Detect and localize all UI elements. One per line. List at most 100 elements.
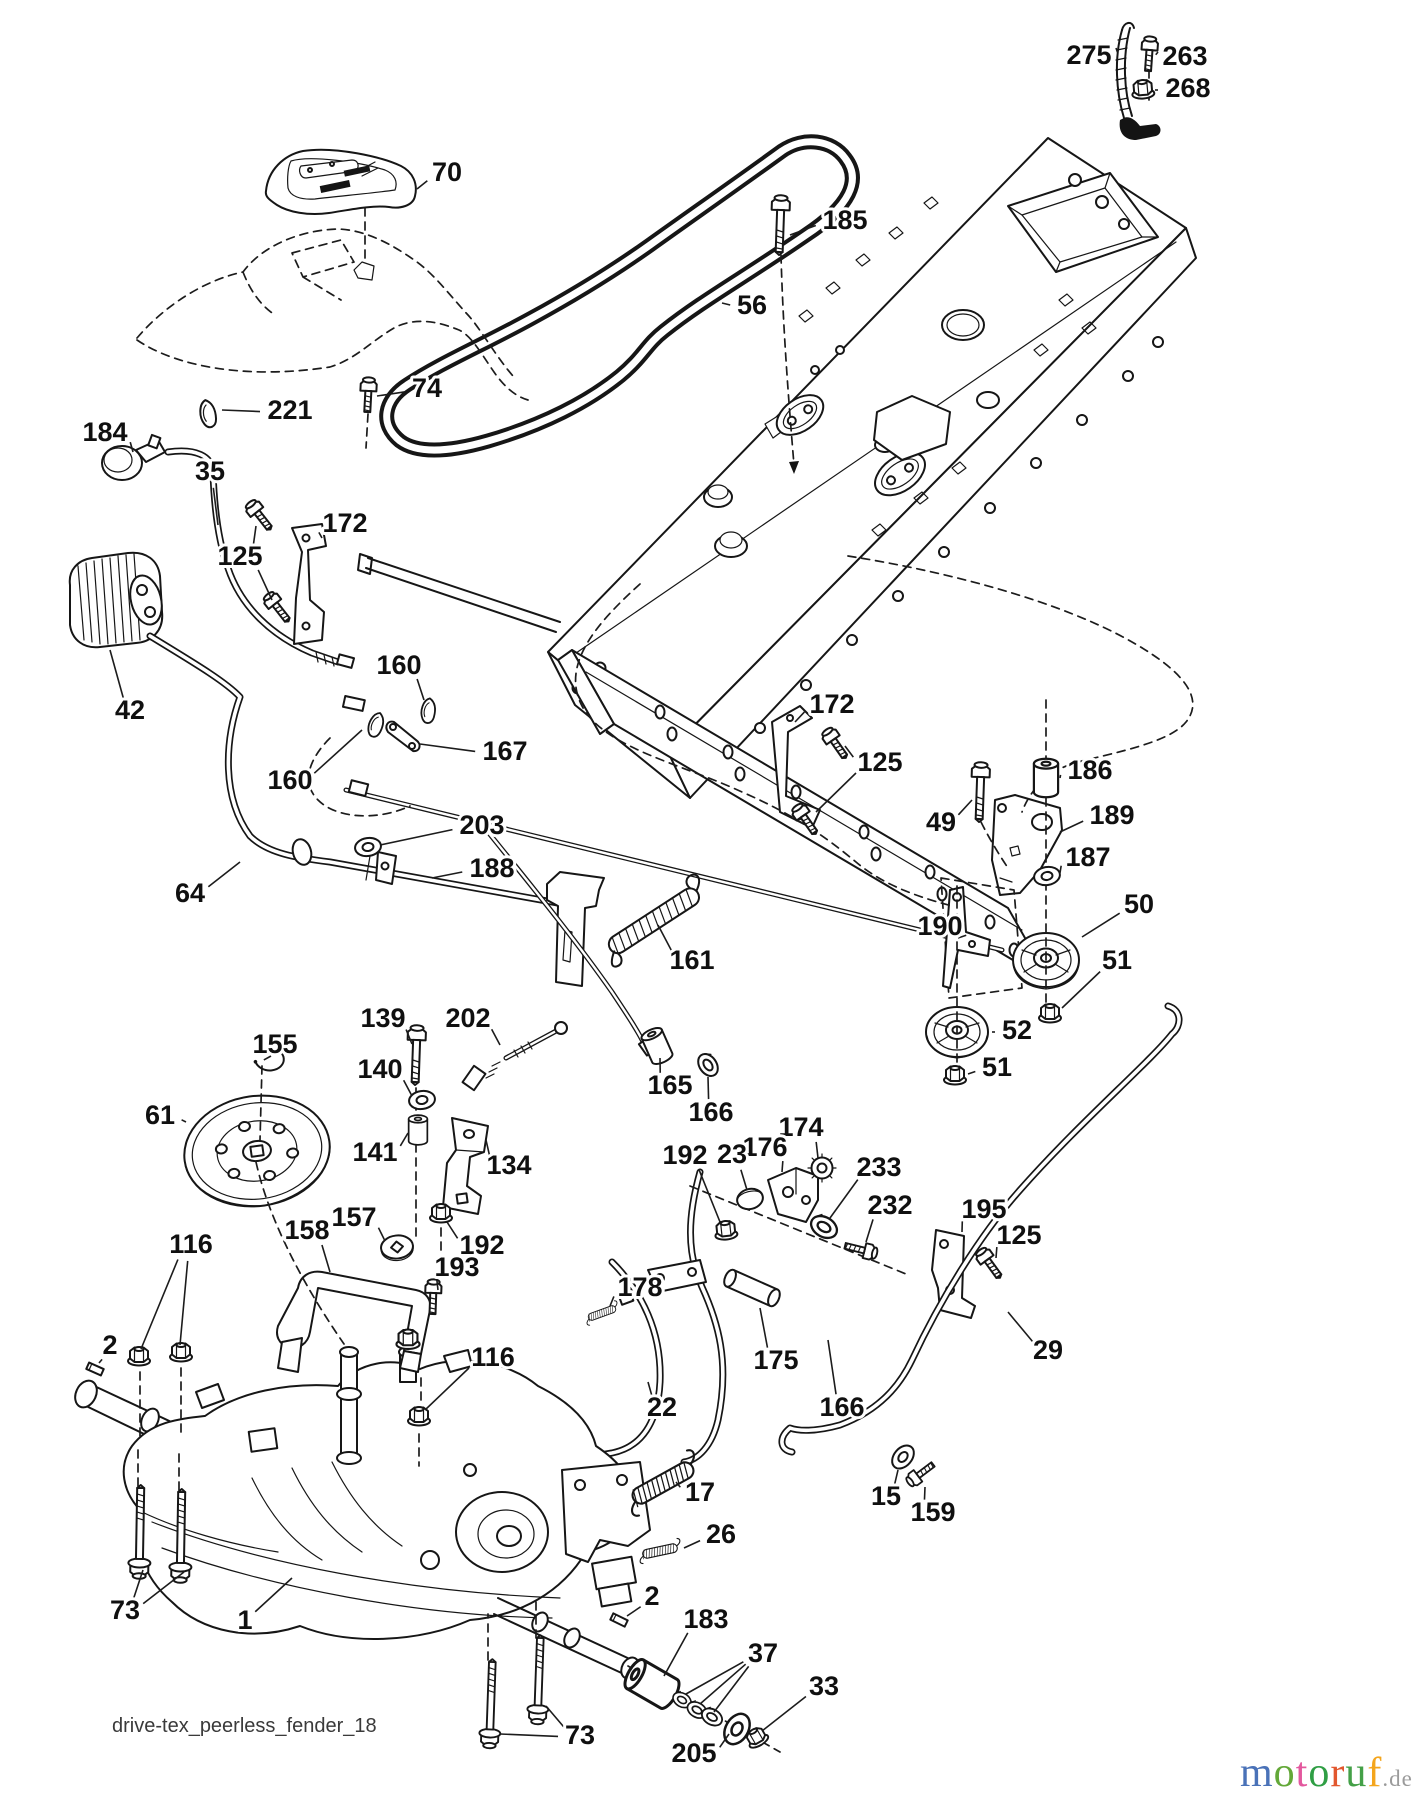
leader-line-1 xyxy=(254,1577,293,1613)
leader-line-190 xyxy=(957,934,967,939)
adjust-link-202 xyxy=(461,1021,568,1092)
leader-line-15 xyxy=(893,1469,899,1485)
callout-192: 192 xyxy=(459,1230,504,1260)
fender-bracket xyxy=(353,261,375,281)
plug-23 xyxy=(733,1185,767,1213)
callout-166: 166 xyxy=(688,1097,733,1127)
leader-line-263 xyxy=(1155,51,1159,56)
callout-50: 50 xyxy=(1124,889,1154,919)
callout-233: 233 xyxy=(856,1152,901,1182)
leader-line-192 xyxy=(446,1221,459,1239)
leader-line-2 xyxy=(98,1358,103,1364)
bolt-232 xyxy=(842,1237,880,1263)
leader-line-188 xyxy=(431,871,463,879)
nut-268 xyxy=(1130,78,1156,101)
callout-160: 160 xyxy=(267,765,312,795)
callout-22: 22 xyxy=(647,1392,677,1422)
clip-160-b xyxy=(364,709,388,740)
callout-35: 35 xyxy=(195,456,225,486)
bolt-74 xyxy=(358,376,379,414)
callout-167: 167 xyxy=(482,736,527,766)
leader-line-157 xyxy=(377,1227,386,1242)
callout-141: 141 xyxy=(352,1137,397,1167)
callout-195: 195 xyxy=(961,1194,1006,1224)
callout-61: 61 xyxy=(145,1100,175,1130)
callout-184: 184 xyxy=(82,417,127,447)
leader-line-37 xyxy=(699,1663,747,1705)
leader-line-166 xyxy=(827,1339,837,1395)
callout-174: 174 xyxy=(778,1112,823,1142)
leader-line-174 xyxy=(815,1141,819,1159)
screw-125-a xyxy=(241,496,278,536)
leader-line-158 xyxy=(321,1244,331,1273)
washer-233 xyxy=(806,1210,842,1244)
leader-line-56 xyxy=(721,302,731,306)
bracket-172a xyxy=(291,523,327,645)
leader-line-23 xyxy=(740,1169,748,1191)
leader-line-221 xyxy=(221,409,261,413)
leader-line-140 xyxy=(402,1079,413,1097)
console-cover-70 xyxy=(264,148,417,215)
leader-line-167 xyxy=(419,743,476,753)
callout-189: 189 xyxy=(1089,800,1134,830)
key-2-b xyxy=(609,1612,629,1628)
leader-line-125 xyxy=(995,1247,998,1259)
fender-outline xyxy=(136,228,529,401)
leader-line-155 xyxy=(263,1055,272,1061)
drive-belt-56 xyxy=(379,134,860,458)
callout-29: 29 xyxy=(1033,1335,1063,1365)
leader-line-61 xyxy=(181,1119,187,1123)
washer-157 xyxy=(378,1232,416,1264)
callout-165: 165 xyxy=(647,1070,692,1100)
callout-37: 37 xyxy=(748,1638,778,1668)
leader-line-125 xyxy=(252,525,257,545)
bolt-73-c xyxy=(477,1657,504,1750)
callout-172: 172 xyxy=(809,689,854,719)
leader-line-202 xyxy=(490,1028,501,1046)
callout-268: 268 xyxy=(1165,73,1210,103)
callout-159: 159 xyxy=(910,1497,955,1527)
bolt-139 xyxy=(405,1023,428,1087)
callout-140: 140 xyxy=(357,1054,402,1084)
callout-155: 155 xyxy=(252,1029,297,1059)
leader-line-51 xyxy=(1061,971,1101,1009)
callout-139: 139 xyxy=(360,1003,405,1033)
callout-158: 158 xyxy=(284,1215,329,1245)
leader-line-50 xyxy=(1081,912,1121,938)
leader-line-73 xyxy=(142,1571,185,1605)
leader-line-205 xyxy=(719,1733,730,1748)
callout-73: 73 xyxy=(110,1595,140,1625)
leader-line-26 xyxy=(683,1539,701,1549)
washer-140 xyxy=(406,1088,438,1112)
callout-74: 74 xyxy=(412,373,442,403)
callout-221: 221 xyxy=(267,395,312,425)
washer-15 xyxy=(886,1440,920,1474)
nut-51-a xyxy=(1038,1003,1062,1024)
leader-line-141 xyxy=(399,1132,409,1147)
leader-line-116 xyxy=(179,1260,189,1346)
key-2-a xyxy=(85,1361,105,1377)
knob-184 xyxy=(101,433,166,481)
callout-134: 134 xyxy=(486,1150,531,1180)
callout-160: 160 xyxy=(376,650,421,680)
callout-186: 186 xyxy=(1067,755,1112,785)
leader-line-116 xyxy=(424,1367,470,1411)
callout-17: 17 xyxy=(685,1477,715,1507)
leader-line-178 xyxy=(609,1296,615,1307)
leader-line-125 xyxy=(257,569,273,601)
leader-line-125 xyxy=(815,772,857,813)
shift-rod-64 xyxy=(146,632,605,987)
clip-160-a xyxy=(418,696,439,725)
lift-rod-188 xyxy=(343,779,1005,953)
callout-64: 64 xyxy=(175,878,205,908)
callout-73: 73 xyxy=(565,1720,595,1750)
leader-line-42 xyxy=(109,649,125,698)
spring-161 xyxy=(607,873,701,968)
callout-185: 185 xyxy=(822,205,867,235)
callout-2: 2 xyxy=(644,1581,659,1611)
bushing-165 xyxy=(638,1024,676,1068)
callout-202: 202 xyxy=(445,1003,490,1033)
leader-line-51 xyxy=(967,1070,976,1075)
callout-188: 188 xyxy=(469,853,514,883)
